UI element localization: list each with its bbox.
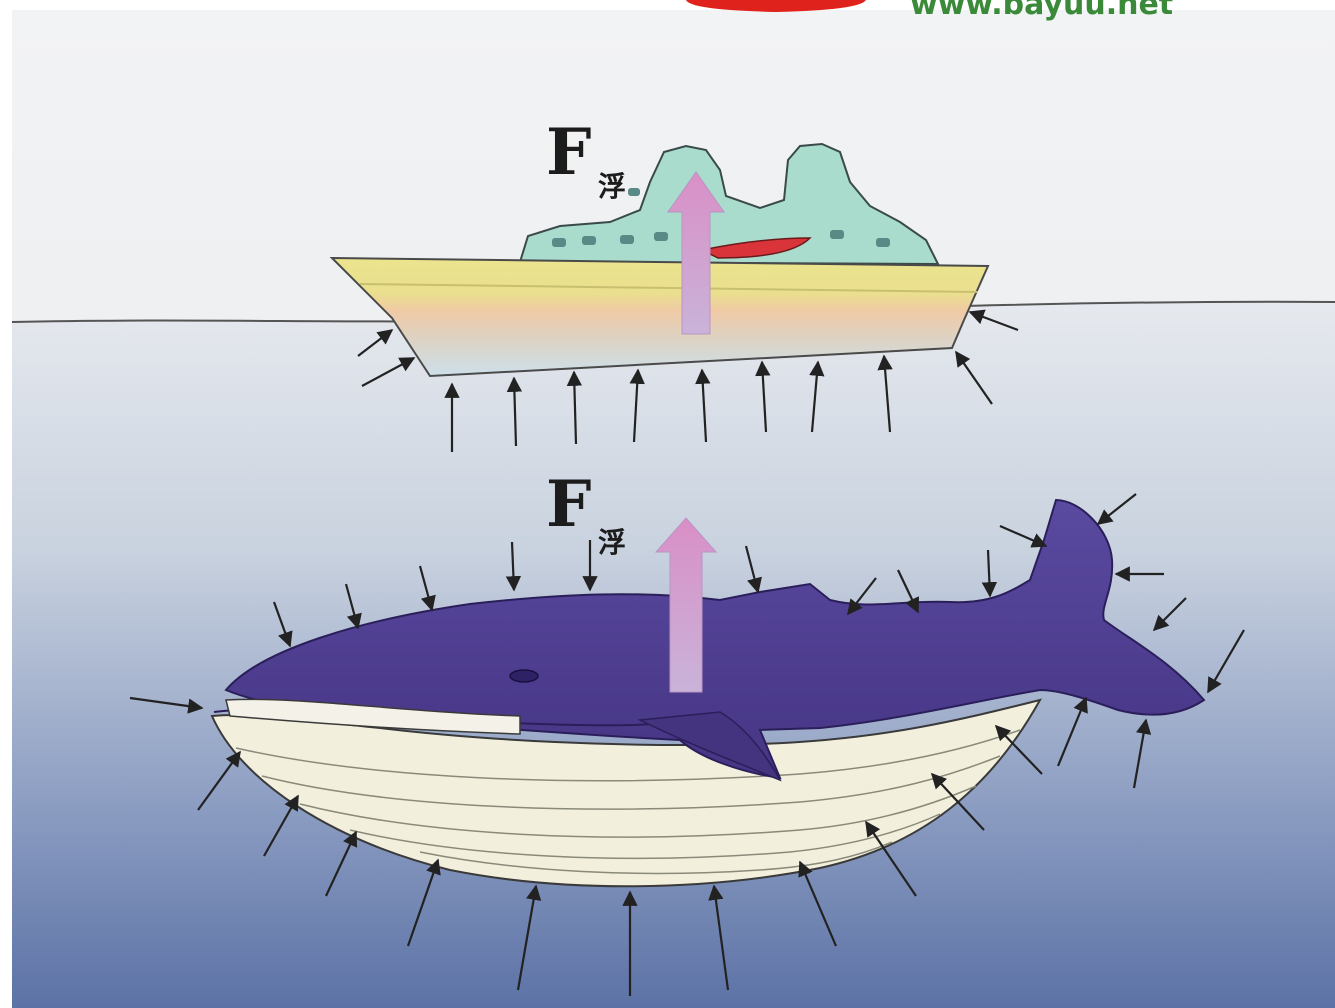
ship-force-label: F xyxy=(546,115,591,190)
ship-window xyxy=(620,235,634,244)
ship-window xyxy=(654,232,668,241)
ship-force-subscript: 浮 xyxy=(598,170,626,203)
ship-window xyxy=(552,238,566,247)
ship-window xyxy=(628,188,640,196)
whale-force-subscript: 浮 xyxy=(598,526,626,559)
watermark-text: www.bayuu.net xyxy=(910,0,1173,22)
whale-force-label: F xyxy=(546,467,591,542)
ship-window xyxy=(830,230,844,239)
whale-eye xyxy=(510,670,538,682)
ship-window xyxy=(876,238,890,247)
ship-window xyxy=(582,236,596,245)
left-border xyxy=(0,0,12,1008)
